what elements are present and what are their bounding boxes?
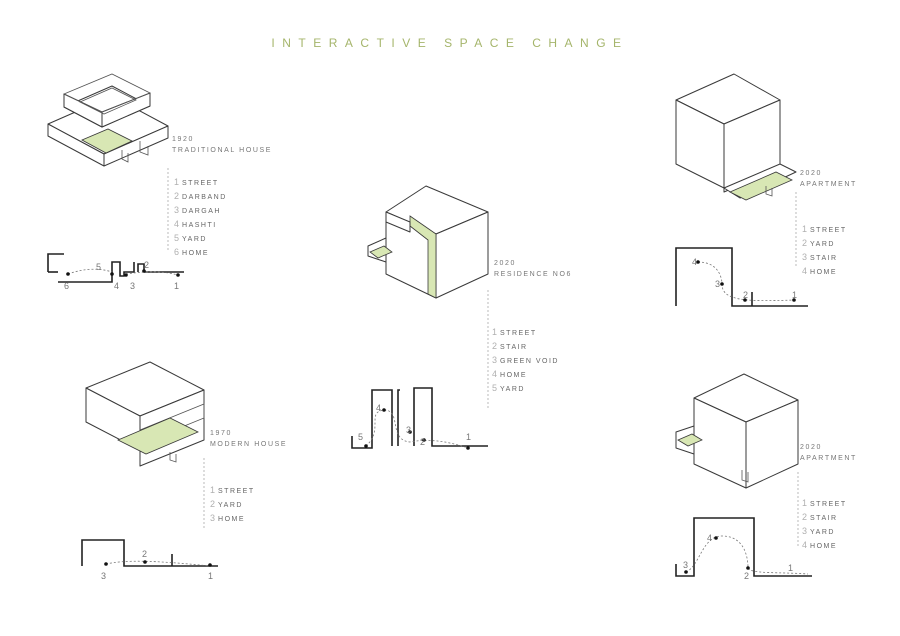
caption-name: TRADITIONAL HOUSE xyxy=(172,147,273,154)
caption-year: 2020 xyxy=(494,260,516,267)
section-label: 1 xyxy=(208,571,213,581)
section-label: 3 xyxy=(130,281,135,291)
caption-apartment-b: 2020 APARTMENT xyxy=(800,442,857,464)
section-label: 4 xyxy=(376,403,381,413)
section-label: 2 xyxy=(144,260,149,270)
section-label: 1 xyxy=(466,432,471,442)
caption-name: MODERN HOUSE xyxy=(210,441,288,448)
section-apartment-b: 4 3 2 1 xyxy=(675,517,812,581)
caption-year: 1970 xyxy=(210,430,232,437)
section-1970: 2 3 1 xyxy=(81,539,218,581)
section-label: 2 xyxy=(142,549,147,559)
caption-name: RESIDENCE NO6 xyxy=(494,271,572,278)
section-label: 1 xyxy=(174,281,179,291)
axonometric-apartment-a xyxy=(675,73,797,201)
caption-1920: 1920 TRADITIONAL HOUSE xyxy=(172,134,272,156)
caption-year: 2020 xyxy=(800,170,822,177)
section-residence: 4 3 2 5 1 xyxy=(351,387,488,450)
section-label: 6 xyxy=(64,281,69,291)
caption-1970: 1970 MODERN HOUSE xyxy=(210,428,287,450)
section-label: 1 xyxy=(788,563,793,573)
section-label: 2 xyxy=(420,437,425,447)
section-label: 5 xyxy=(358,432,363,442)
axonometric-residence xyxy=(367,185,489,299)
caption-name: APARTMENT xyxy=(800,181,857,188)
section-label: 5 xyxy=(96,262,101,272)
section-label: 3 xyxy=(683,560,688,570)
axonometric-1920 xyxy=(47,73,169,167)
caption-year: 2020 xyxy=(800,444,822,451)
sheet-title: INTERACTIVE SPACE CHANGE xyxy=(271,36,629,50)
caption-residence: 2020 RESIDENCE NO6 xyxy=(494,258,572,280)
axonometric-1970 xyxy=(85,361,205,467)
section-label: 2 xyxy=(744,571,749,581)
section-label: 4 xyxy=(692,257,697,267)
section-label: 3 xyxy=(101,571,106,581)
caption-name: APARTMENT xyxy=(800,455,857,462)
section-label: 4 xyxy=(707,533,712,543)
section-1920: 5 2 6 4 3 1 xyxy=(47,253,184,291)
section-label: 3 xyxy=(715,279,720,289)
section-label: 1 xyxy=(792,290,797,300)
section-apartment-a: 4 3 2 1 xyxy=(675,247,808,307)
caption-year: 1920 xyxy=(172,136,194,143)
section-label: 4 xyxy=(114,281,119,291)
section-label: 2 xyxy=(743,290,748,300)
axonometric-apartment-b xyxy=(675,373,799,489)
section-label: 3 xyxy=(406,425,411,435)
caption-apartment-a: 2020 APARTMENT xyxy=(800,168,857,190)
